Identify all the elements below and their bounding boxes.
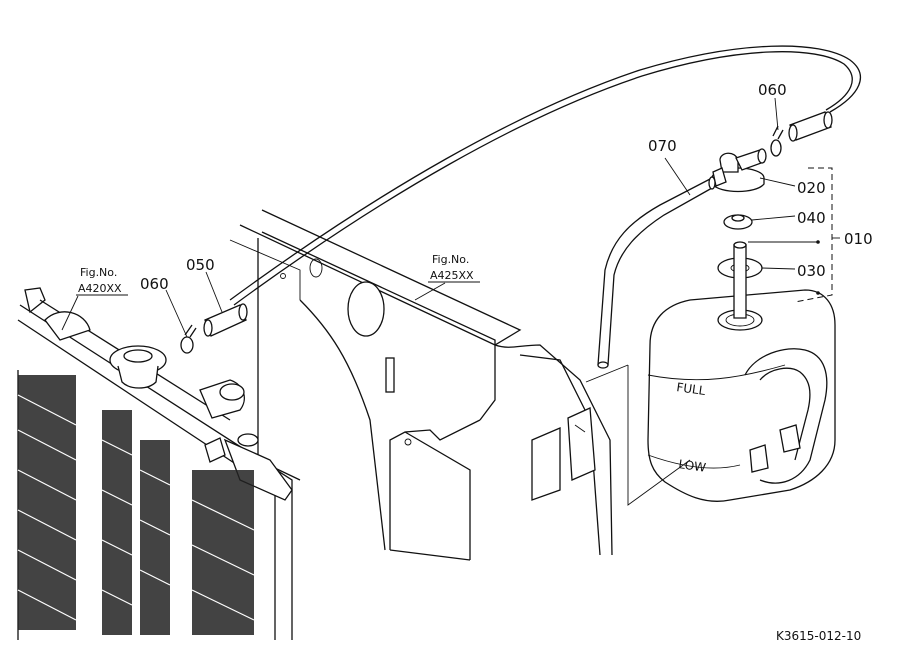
part-040-packing: [723, 214, 753, 230]
figure-ref-center-code: A425XX: [430, 269, 474, 282]
callout-010: 010: [844, 230, 873, 248]
assembly-boundary: [585, 364, 691, 506]
overflow-hose: [229, 45, 861, 306]
figure-ref-center: Fig.No. A425XX: [428, 253, 480, 283]
tank-low-mark: LOW: [678, 457, 707, 475]
figure-ref-left-code: A420XX: [78, 282, 122, 295]
radiator: [17, 287, 293, 640]
callout-040: 040: [797, 209, 826, 227]
tank-full-mark: FULL: [676, 380, 707, 398]
callout-050: 050: [186, 256, 215, 274]
figure-ref-left-label: Fig.No.: [80, 266, 117, 279]
part-050-pipe: [203, 303, 248, 337]
callout-030: 030: [797, 262, 826, 280]
part-020-tank-cap: [711, 148, 767, 193]
part-070-hose: [597, 176, 716, 369]
tank-suction-tube: [733, 241, 747, 319]
fan-shroud: [229, 209, 613, 561]
figure-ref-left: Fig.No. A420XX: [76, 266, 128, 296]
reserve-tank: FULL LOW: [647, 289, 836, 502]
callout-060-left: 060: [140, 275, 169, 293]
callout-070: 070: [648, 137, 677, 155]
part-060-right-clamp: [770, 125, 784, 157]
leader-lines: [61, 97, 840, 338]
callout-020: 020: [797, 179, 826, 197]
drawing-code: K3615-012-10: [776, 629, 861, 643]
callout-060-right: 060: [758, 81, 787, 99]
tank-bracket: [531, 407, 596, 501]
overflow-pipe-end: [788, 111, 833, 142]
figure-ref-center-label: Fig.No.: [432, 253, 469, 266]
